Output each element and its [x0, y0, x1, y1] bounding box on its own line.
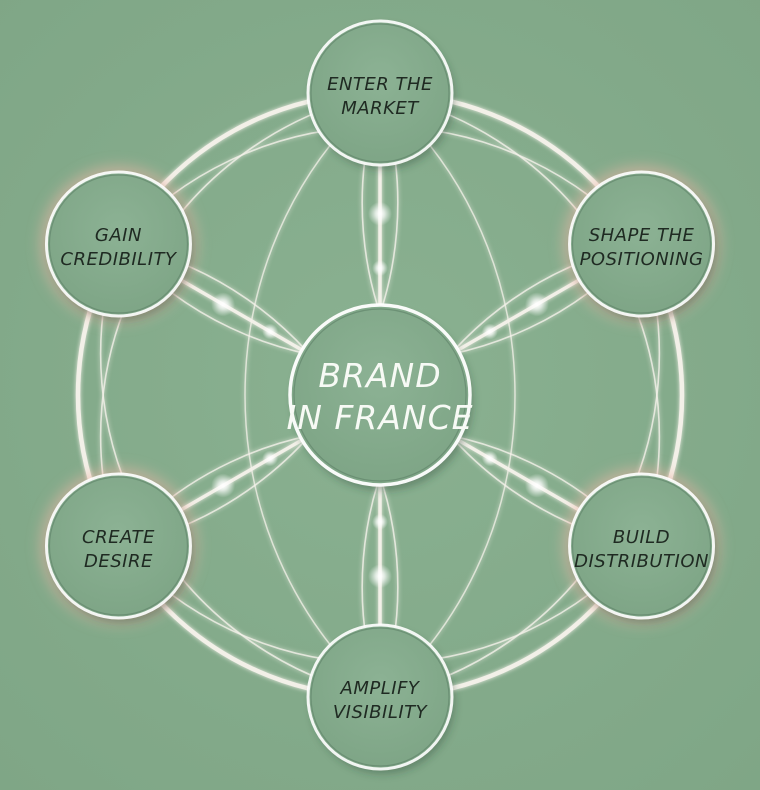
node-label-line: MARKET — [341, 98, 420, 119]
sparkle — [211, 473, 236, 498]
meridian-line-1 — [379, 92, 516, 698]
node-label-line: DESIRE — [84, 551, 153, 572]
node-label: GAIN CREDIBILITY — [60, 225, 178, 270]
node-inner-ring — [310, 627, 450, 767]
node-amplify-visibility: AMPLIFY VISIBILITY — [306, 623, 455, 774]
node-label-line: ENTER THE — [327, 74, 433, 95]
node-inner-ring — [48, 174, 189, 314]
node-circle — [306, 19, 454, 167]
node-label-line: CREATE — [82, 527, 155, 548]
sparkle — [262, 450, 279, 467]
intersection-sparkles — [211, 201, 549, 589]
node-circle — [568, 472, 716, 620]
sparkle — [481, 323, 498, 340]
node-shape-the-positioning: SHAPE THE POSITIONING — [563, 166, 720, 322]
node-inner-ring — [571, 476, 712, 616]
node-circle — [568, 170, 716, 318]
node-label-line: VISIBILITY — [333, 702, 429, 723]
node-inner-ring — [571, 174, 712, 314]
sparkle — [368, 564, 392, 589]
sparkle — [372, 513, 388, 530]
center-inner-ring — [293, 308, 467, 482]
node-label: AMPLIFY VISIBILITY — [333, 678, 429, 723]
node-label: ENTER THE MARKET — [327, 74, 433, 119]
node-circle — [44, 472, 192, 620]
sparkle — [524, 473, 549, 498]
node-circle — [306, 623, 454, 771]
sparkle — [372, 260, 388, 277]
node-label-line: CREDIBILITY — [60, 249, 178, 270]
node-label-line: GAIN — [95, 225, 142, 246]
meridian-line-0 — [244, 92, 381, 698]
node-gain-credibility: GAIN CREDIBILITY — [40, 166, 197, 322]
sparkle — [262, 323, 279, 340]
node-label-line: AMPLIFY — [340, 678, 421, 699]
node-build-distribution: BUILD DISTRIBUTION — [563, 468, 720, 624]
sparkle — [481, 450, 498, 467]
node-circle — [44, 170, 192, 318]
sparkle — [524, 292, 549, 317]
sparkle — [368, 201, 392, 226]
center-label-line: IN FRANCE — [287, 398, 474, 437]
node-label-line: SHAPE THE — [589, 225, 695, 246]
center-circle — [288, 303, 472, 487]
node-enter-the-market: ENTER THE MARKET — [306, 19, 455, 170]
node-label: CREATE DESIRE — [82, 527, 155, 572]
node-group: ENTER THE MARKET SHAPE THE POSITIONING BUILD… — [40, 19, 720, 774]
node-inner-ring — [310, 23, 450, 163]
node-label: SHAPE THE POSITIONING — [580, 225, 704, 270]
sparkle — [211, 292, 236, 317]
center-label-line: BRAND — [318, 356, 441, 395]
node-label-line: POSITIONING — [580, 249, 704, 270]
node-label-line: DISTRIBUTION — [574, 551, 709, 572]
node-inner-ring — [48, 476, 189, 616]
node-label-line: BUILD — [613, 527, 670, 548]
node-label: BUILD DISTRIBUTION — [574, 527, 709, 572]
node-create-desire: CREATE DESIRE — [40, 468, 197, 624]
